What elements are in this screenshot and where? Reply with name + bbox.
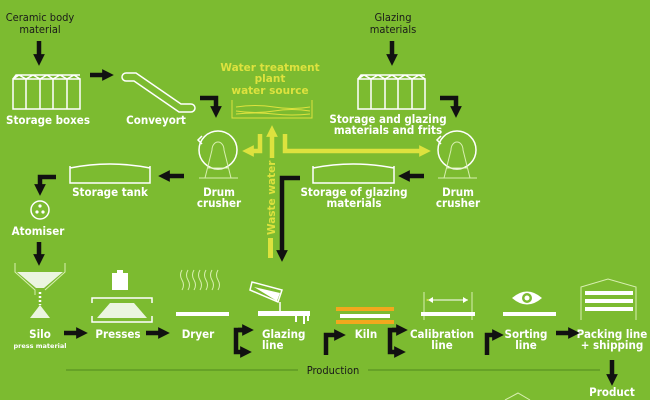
storage-boxes-icon [12,74,81,110]
step-kiln: Kiln [355,327,377,341]
drum-crusher-left-icon [196,130,238,179]
storage-tank-label: Storage tank [72,185,149,199]
step-dryer: Dryer [182,327,215,341]
water-arrow-right [282,134,431,157]
product-label: Product [589,385,635,399]
glaze-tank-icon [312,163,395,184]
step-presses: Presses [95,327,140,341]
calibration-icon [421,292,475,320]
glaze-storage-icon [357,74,426,110]
conveyor-label: Conveyort [126,113,186,127]
eye-icon [503,291,556,316]
bracket-arrow [233,327,252,358]
elbow-arrow [484,329,504,355]
elbow-arrow [440,95,462,118]
elbow-arrow [34,174,56,196]
elbow-arrow [200,95,222,118]
step-silo: Silo [29,327,51,341]
packing-icon [580,278,637,320]
partial-house-icon [504,392,531,400]
glaze-feed-arrow [276,175,300,262]
production-label: Production [307,364,360,377]
silo-icon [14,263,66,318]
press-icon [91,270,153,323]
storage-boxes-label: Storage boxes [6,113,90,127]
waste-water-flow [268,238,273,258]
bracket-arrow [387,327,406,358]
atomiser-icon [30,200,50,220]
silo-sublabel: press material [14,342,67,350]
water-source-icon [231,100,313,119]
storage-tank-icon [69,163,151,184]
water-arrow-left [242,134,263,157]
drum-crusher-right-icon [435,130,477,179]
step-packing-line: Packing line+ shipping [577,327,648,352]
glazing-icon [249,281,310,324]
conveyor-icon [121,72,196,113]
dryer-icon [176,269,229,316]
atomiser-label: Atomiser [12,224,66,238]
waste-water-label: Waste water [266,160,278,235]
elbow-arrow [323,329,346,355]
kiln-icon [336,307,394,324]
